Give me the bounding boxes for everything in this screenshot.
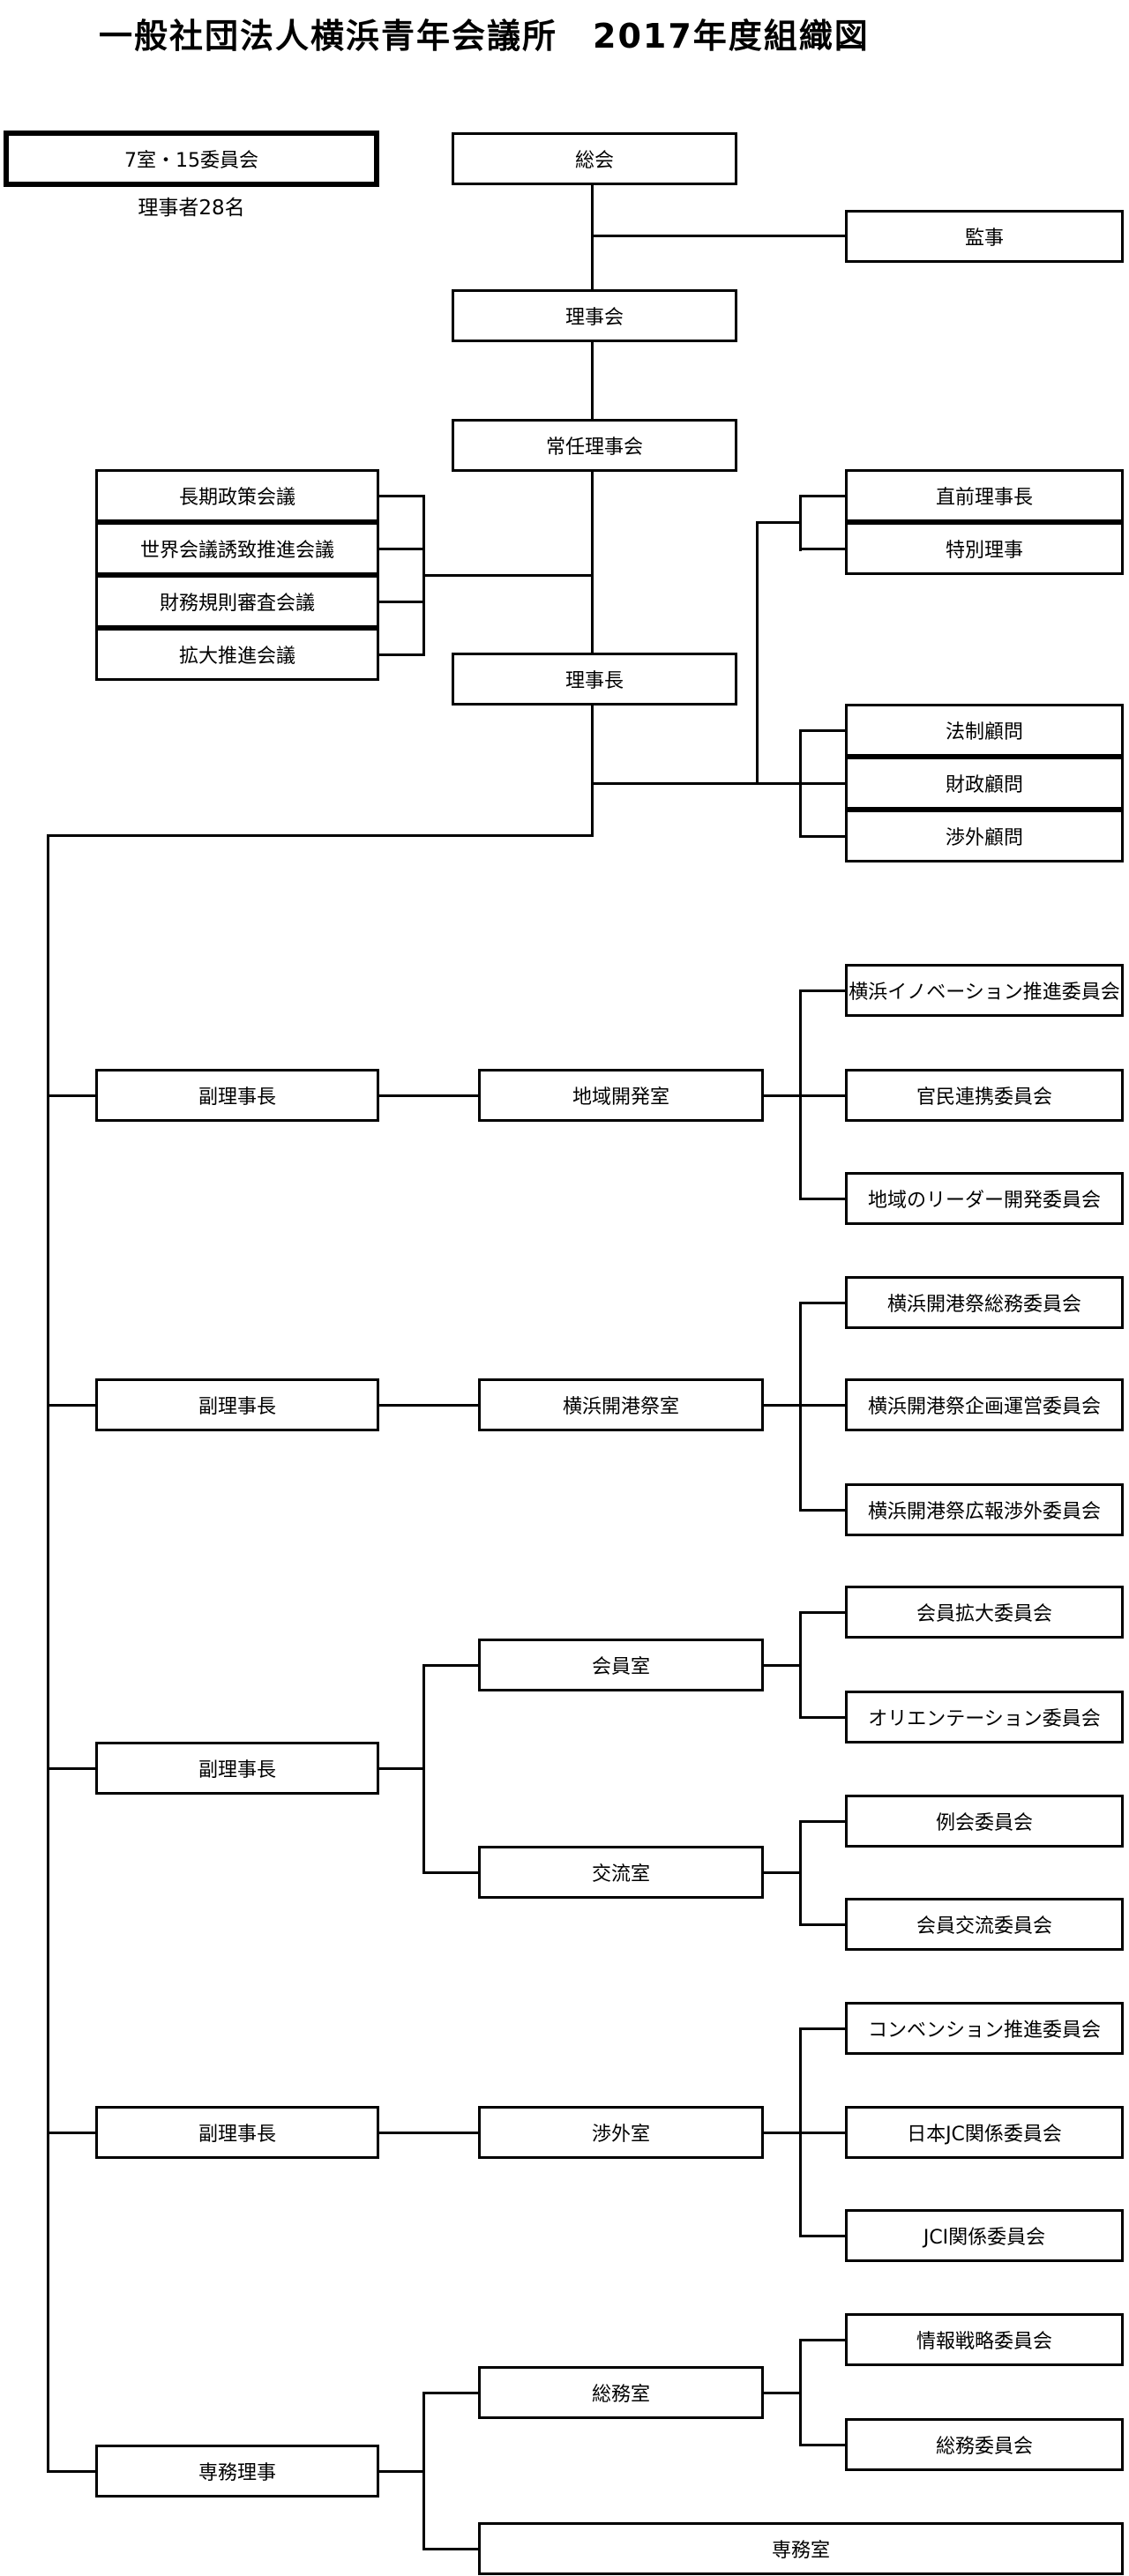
regional-development-office: 地域開発室 xyxy=(478,1069,764,1122)
connector-line xyxy=(799,1303,802,1512)
connector-line xyxy=(47,2470,98,2473)
connector-line xyxy=(379,601,425,603)
kaikosai-pr-committee: 横浜開港祭広報渉外委員会 xyxy=(845,1483,1124,1536)
connector-line xyxy=(591,472,594,653)
external-affairs-advisor: 渉外顧問 xyxy=(845,810,1124,862)
jci-committee: JCI関係委員会 xyxy=(845,2209,1124,2262)
connector-line xyxy=(799,548,845,550)
financial-rules-council: 財務規則審査会議 xyxy=(95,575,379,628)
financial-advisor: 財政顧問 xyxy=(845,757,1124,810)
info-strategy-committee: 情報戦略委員会 xyxy=(845,2313,1124,2366)
connector-line xyxy=(799,1716,845,1719)
vice-chairman-3: 副理事長 xyxy=(95,1742,379,1795)
connector-line xyxy=(591,342,594,419)
connector-line xyxy=(422,2392,481,2394)
connector-line xyxy=(756,522,759,785)
connector-line xyxy=(799,1611,845,1614)
long-term-policy-council: 長期政策会議 xyxy=(95,469,379,522)
world-conference-council: 世界会議誘致推進会議 xyxy=(95,522,379,575)
japan-jc-committee: 日本JC関係委員会 xyxy=(845,2106,1124,2159)
kaikosai-planning-committee: 横浜開港祭企画運営委員会 xyxy=(845,1378,1124,1431)
public-private-committee: 官民連携委員会 xyxy=(845,1069,1124,1122)
connector-line xyxy=(379,1767,425,1770)
vice-chairman-1: 副理事長 xyxy=(95,1069,379,1122)
vice-chairman-4: 副理事長 xyxy=(95,2106,379,2159)
vice-chairman-2: 副理事長 xyxy=(95,1378,379,1431)
member-office: 会員室 xyxy=(478,1639,764,1691)
connector-line xyxy=(799,1509,845,1512)
member-expansion-committee: 会員拡大委員会 xyxy=(845,1586,1124,1639)
connector-line xyxy=(47,1404,98,1407)
regional-leader-committee: 地域のリーダー開発委員会 xyxy=(845,1172,1124,1225)
legal-advisor: 法制顧問 xyxy=(845,704,1124,757)
connector-line xyxy=(591,706,594,837)
connector-line xyxy=(799,1923,845,1926)
general-assembly: 総会 xyxy=(452,132,737,185)
connector-line xyxy=(422,1664,481,1667)
connector-line xyxy=(379,1094,481,1097)
connector-line xyxy=(799,729,845,732)
connector-line xyxy=(47,834,594,837)
connector-line xyxy=(799,1198,845,1200)
connector-line xyxy=(764,1664,802,1667)
connector-line xyxy=(764,1871,802,1874)
connector-line xyxy=(379,653,425,656)
connector-line xyxy=(47,2132,98,2134)
connector-line xyxy=(799,2339,845,2341)
connector-line xyxy=(47,834,49,2473)
kaikosai-general-committee: 横浜開港祭総務委員会 xyxy=(845,1276,1124,1329)
connector-line xyxy=(799,1302,845,1304)
connector-line xyxy=(379,2470,425,2473)
immediate-past-chairman: 直前理事長 xyxy=(845,469,1124,522)
connector-line xyxy=(799,495,845,497)
connector-line xyxy=(422,2548,481,2550)
chairman: 理事長 xyxy=(452,653,737,706)
convention-committee: コンベンション推進委員会 xyxy=(845,2002,1124,2055)
summary-note: 理事者28名 xyxy=(138,197,245,220)
yokohama-innovation-committee: 横浜イノベーション推進委員会 xyxy=(845,964,1124,1017)
connector-line xyxy=(591,782,845,785)
external-affairs-office: 渉外室 xyxy=(478,2106,764,2159)
summary-box: 7室・15委員会 xyxy=(4,131,379,187)
connector-line xyxy=(591,235,845,237)
connector-line xyxy=(799,2027,845,2030)
connector-line xyxy=(764,2392,802,2394)
board-of-directors: 理事会 xyxy=(452,289,737,342)
connector-line xyxy=(764,1404,845,1407)
expansion-promotion-council: 拡大推進会議 xyxy=(95,628,379,681)
connector-line xyxy=(764,1094,845,1097)
page-title: 一般社団法人横浜青年会議所 2017年度組織図 xyxy=(99,17,870,56)
regular-meeting-committee: 例会委員会 xyxy=(845,1795,1124,1848)
kaikosai-office: 横浜開港祭室 xyxy=(478,1378,764,1431)
connector-line xyxy=(764,2132,845,2134)
connector-line xyxy=(799,835,845,838)
member-exchange-committee: 会員交流委員会 xyxy=(845,1898,1124,1951)
connector-line xyxy=(379,2132,481,2134)
connector-line xyxy=(422,1871,481,1874)
special-director: 特別理事 xyxy=(845,522,1124,575)
executive-office: 専務室 xyxy=(478,2522,1124,2575)
connector-line xyxy=(47,1094,98,1097)
connector-line xyxy=(422,574,594,577)
connector-line xyxy=(47,1767,98,1770)
general-affairs-office: 総務室 xyxy=(478,2366,764,2419)
connector-line xyxy=(799,2235,845,2237)
connector-line xyxy=(799,989,845,992)
connector-line xyxy=(799,1820,845,1823)
orientation-committee: オリエンテーション委員会 xyxy=(845,1691,1124,1743)
standing-board: 常任理事会 xyxy=(452,419,737,472)
connector-line xyxy=(379,1404,481,1407)
connector-line xyxy=(379,548,425,550)
connector-line xyxy=(756,521,802,524)
connector-line xyxy=(591,185,594,289)
auditor: 監事 xyxy=(845,210,1124,263)
exchange-office: 交流室 xyxy=(478,1846,764,1899)
connector-line xyxy=(799,2444,845,2446)
connector-line xyxy=(379,495,425,497)
general-affairs-committee: 総務委員会 xyxy=(845,2418,1124,2471)
executive-director: 専務理事 xyxy=(95,2445,379,2498)
